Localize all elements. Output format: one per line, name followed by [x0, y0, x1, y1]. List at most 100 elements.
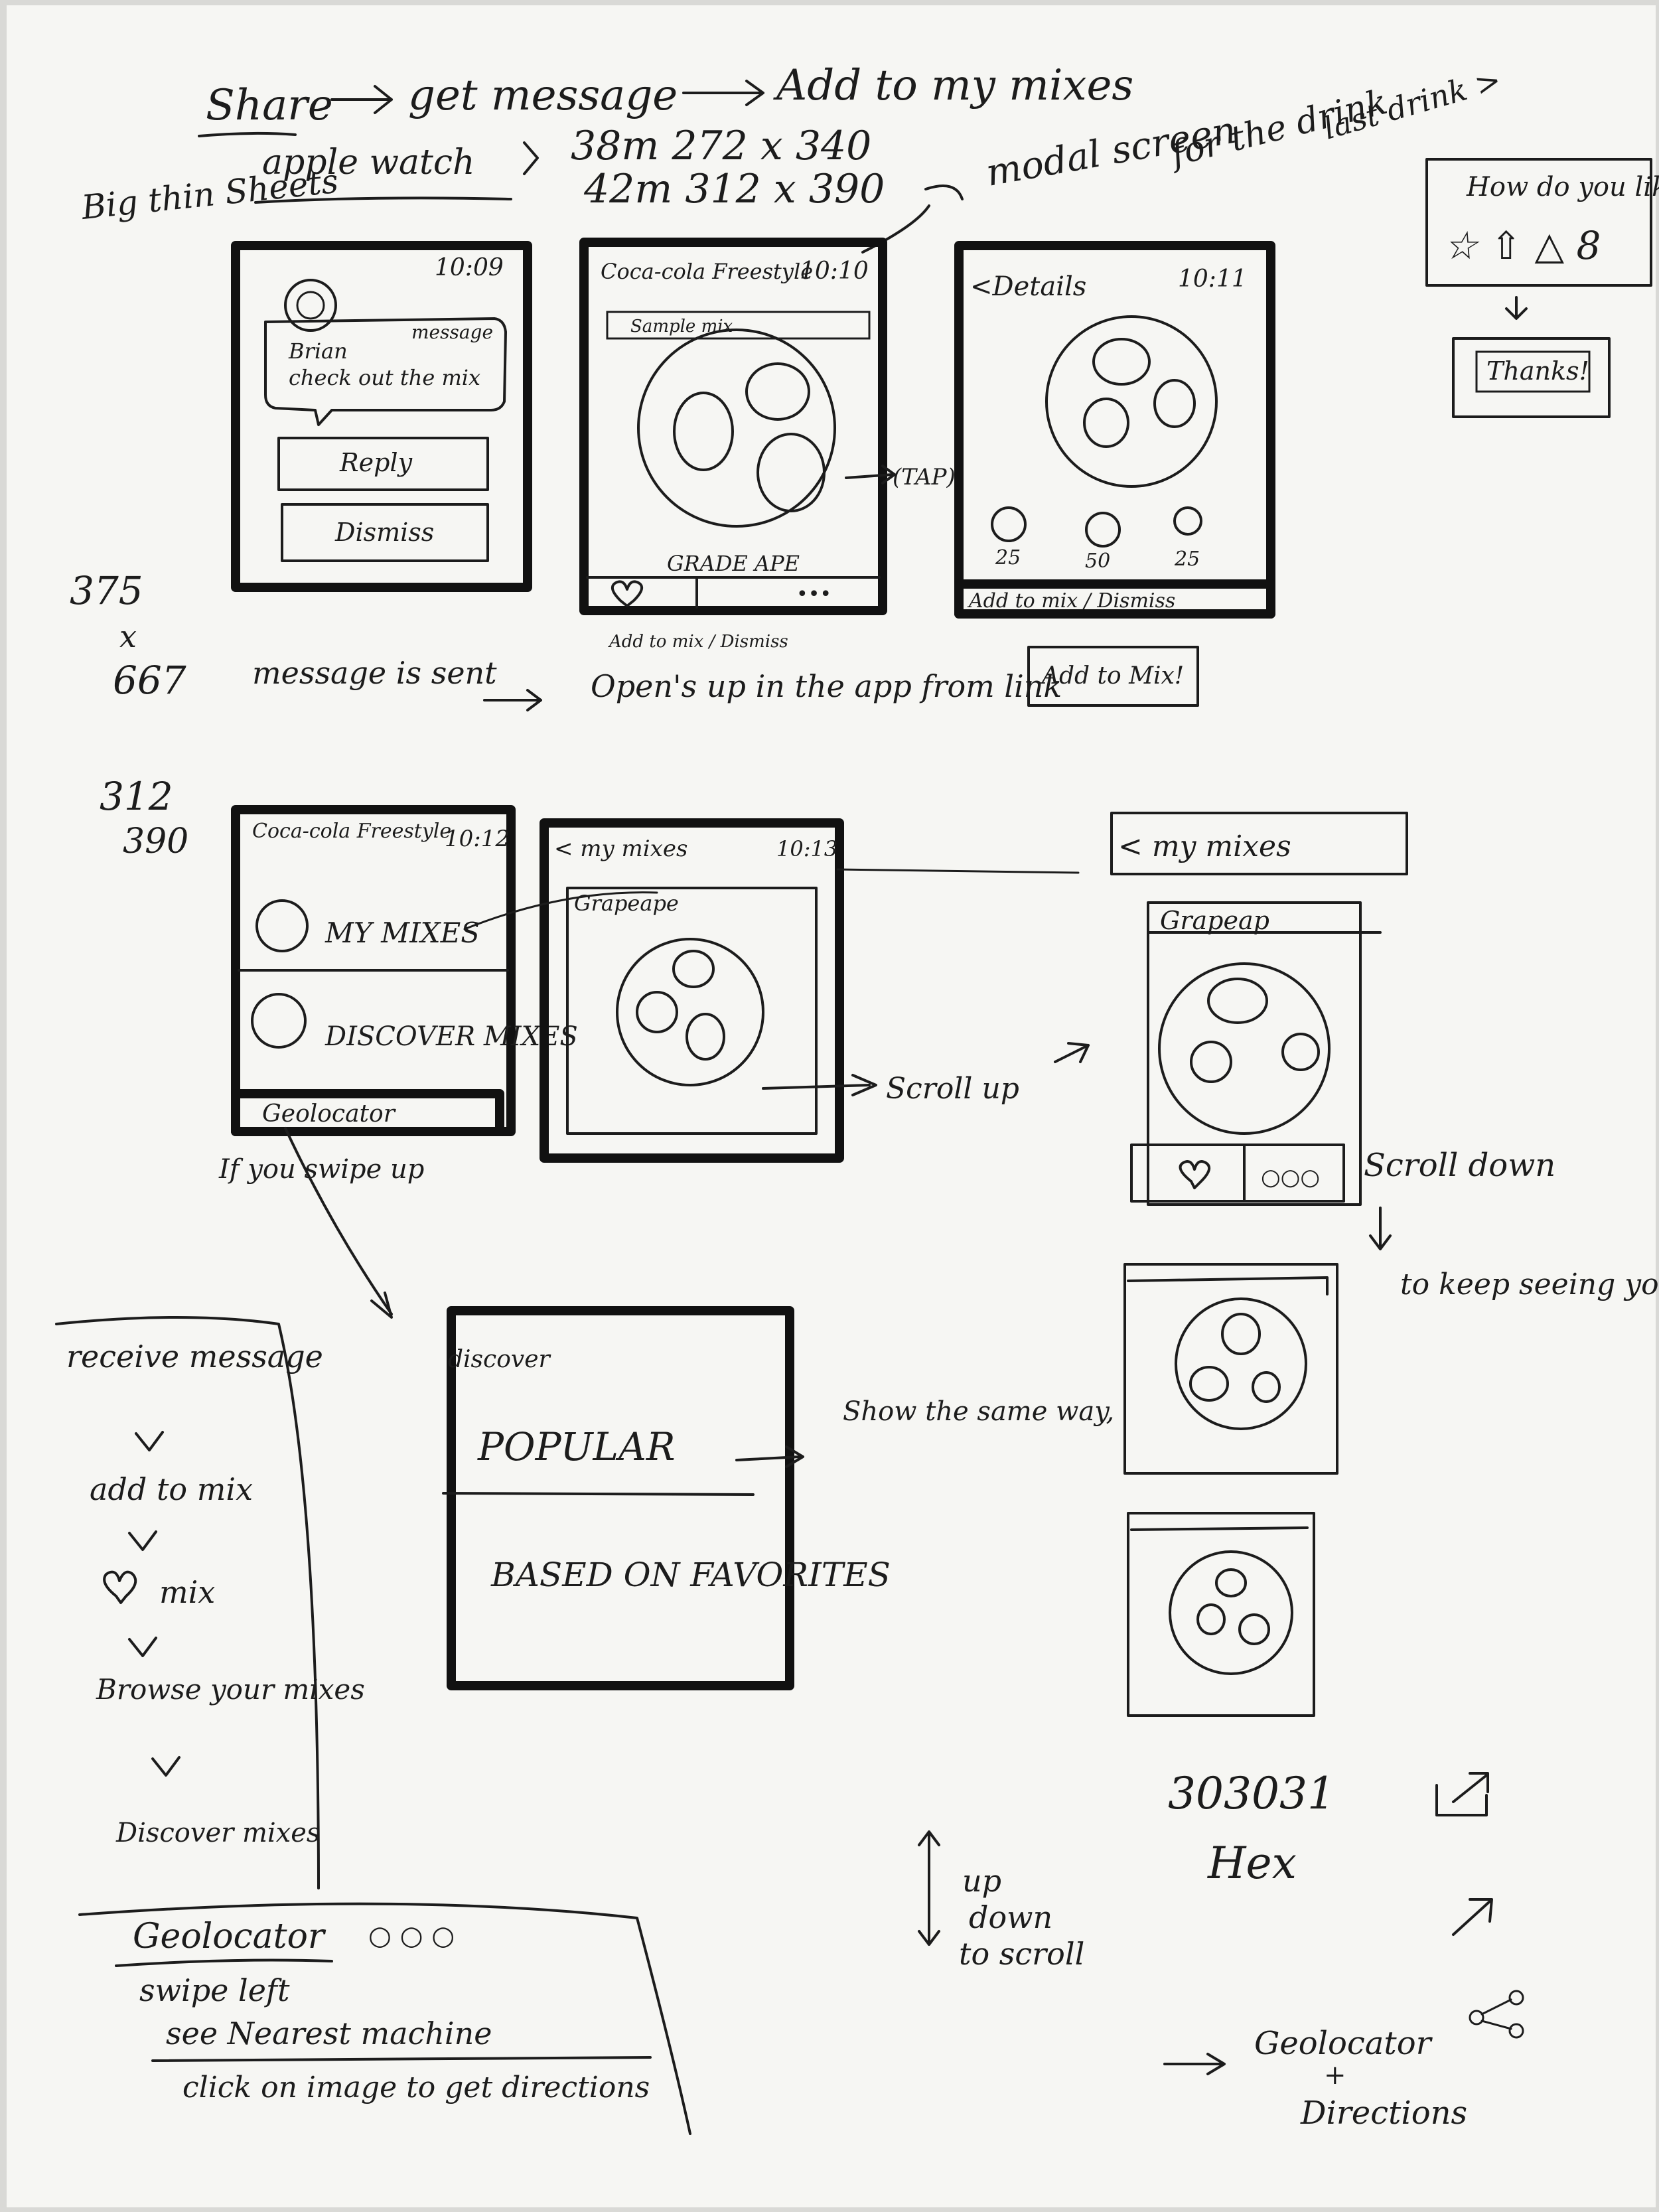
scroll-note-line3: to scroll: [959, 1936, 1084, 1972]
screen-details: <Details 10:11 25 50 25 Add to mix / Dis…: [954, 241, 1275, 707]
screen-discover: discover POPULAR BASED ON FAVORITES Show…: [442, 1306, 1114, 1690]
screen4-time: 10:12: [445, 826, 510, 852]
dims-x: x: [119, 619, 137, 654]
discover-label[interactable]: DISCOVER MIXES: [325, 1021, 578, 1052]
geo-box-dots: ○ ○ ○: [368, 1921, 455, 1951]
flow-step-1: receive message: [66, 1339, 323, 1374]
screen2-below-text: Add to mix / Dismiss: [608, 632, 788, 652]
dims-375: 375: [70, 568, 143, 613]
screen5-back[interactable]: < my mixes: [554, 836, 687, 862]
value-3: 25: [1174, 548, 1200, 571]
hex-value: 303031: [1168, 1768, 1335, 1819]
get-message-text: get message: [408, 71, 678, 120]
discover-title: discover: [448, 1346, 551, 1373]
tap-label: (TAP): [893, 464, 956, 490]
screen5-drink: Grapeape: [574, 891, 679, 916]
my-mixes-icon: [255, 899, 309, 952]
add-to-mixes-text: Add to my mixes: [773, 61, 1133, 110]
details-mix-wheel: [1045, 315, 1218, 488]
arrow-icon: [1452, 1898, 1493, 1936]
mix-wheel[interactable]: [637, 329, 836, 528]
screen6-drink: Grapeap: [1160, 906, 1269, 935]
screen-mixes-list: < my mixes Grapeap ○○○ Scroll down to ke…: [1110, 812, 1659, 1717]
screen4-title: Coca-cola Freestyle: [252, 820, 451, 843]
details-back[interactable]: <Details: [970, 271, 1086, 302]
screen3-time: 10:11: [1178, 265, 1247, 293]
scroll-up-note: Scroll up: [886, 1072, 1019, 1106]
screen6-mix-wheel[interactable]: [1158, 962, 1331, 1135]
flow-step-4: Browse your mixes: [96, 1673, 365, 1706]
dismiss-button[interactable]: [281, 503, 489, 562]
dims-390: 390: [123, 822, 188, 861]
geo-box-line1: swipe left: [139, 1972, 290, 2008]
popular-label[interactable]: POPULAR: [477, 1424, 676, 1469]
screen2-footer-dots[interactable]: •••: [796, 583, 831, 606]
screen2-time: 10:10: [800, 258, 869, 285]
sender-avatar: [284, 279, 337, 332]
screen2-title: Coca-cola Freestyle: [601, 259, 813, 284]
scroll-note-line2: down: [969, 1899, 1052, 1935]
geo-dir-line3: Directions: [1300, 2095, 1467, 2132]
screen-sample-mix: Coca-cola Freestyle 10:10 Sample mix GRA…: [579, 238, 956, 652]
hex-notes: 303031 Hex Geolocator + Directions: [1163, 1768, 1524, 2132]
header-notes: Share get message Add to my mixes apple …: [79, 61, 1505, 254]
share-out-icon: [1435, 1772, 1489, 1816]
geolocator-label[interactable]: Geolocator: [262, 1100, 396, 1128]
screen-my-mixes: < my mixes 10:13 Grapeape Scroll up: [463, 818, 1090, 1163]
based-on-favorites-label[interactable]: BASED ON FAVORITES: [490, 1556, 891, 1594]
rating-thanks-text: Thanks!: [1486, 356, 1589, 386]
geo-dir-line1: Geolocator: [1254, 2025, 1433, 2062]
message-text: check out the mix: [289, 365, 480, 390]
screen-message: 10:09 Brian message check out the mix Re…: [231, 241, 532, 592]
screen1-time: 10:09: [435, 254, 504, 281]
flow-list: receive message add to mix mix Browse yo…: [55, 1316, 365, 1889]
reply-label: Reply: [339, 448, 413, 477]
scroll-down-note: Scroll down: [1364, 1147, 1555, 1184]
screen6-heart-icon[interactable]: [1179, 1160, 1211, 1189]
add-to-mix-label: Add to Mix!: [1040, 662, 1184, 690]
size-42mm-text: 42m 312 x 390: [583, 166, 885, 212]
share-nodes-icon: [1469, 1990, 1524, 2039]
screen6-back[interactable]: < my mixes: [1118, 830, 1291, 863]
note-message-sent: message is sent Open's up in the app fro…: [252, 655, 1062, 711]
dims-312: 312: [100, 774, 173, 819]
message-label: message: [411, 321, 493, 343]
discover-icon: [251, 993, 307, 1049]
flow-step-3: mix: [159, 1574, 215, 1610]
screen3-footer: Add to mix / Dismiss: [967, 589, 1175, 613]
last-drink-text: last drink >: [1319, 62, 1505, 147]
opens-in-app-text: Open's up in the app from link: [591, 668, 1062, 704]
my-mixes-label[interactable]: MY MIXES: [325, 917, 480, 949]
screen-menu: Coca-cola Freestyle 10:12 MY MIXES DISCO…: [218, 805, 578, 1319]
side-dims: 375 x 667 312 390: [70, 568, 188, 861]
rating-icons: ☆ ⇧ △ 8: [1443, 223, 1601, 268]
screen6-dots-icon[interactable]: ○○○: [1261, 1164, 1320, 1191]
rating-question-text: How do you like: [1466, 172, 1659, 202]
geo-dir-line2: +: [1324, 2060, 1346, 2091]
hex-label: Hex: [1207, 1838, 1297, 1889]
value-2: 50: [1085, 550, 1110, 573]
swipe-up-note: If you swipe up: [218, 1154, 424, 1185]
show-same-note: Show the same way,: [843, 1396, 1114, 1427]
dims-667: 667: [113, 658, 186, 703]
screen5-time: 10:13: [776, 836, 837, 861]
scroll-note: up down to scroll: [918, 1830, 1084, 1972]
message-bubble: [264, 317, 507, 426]
screen2-drink: GRADE APE: [667, 551, 800, 576]
sender-name: Brian: [288, 338, 348, 364]
heart-icon[interactable]: [611, 580, 644, 607]
apple-watch-text: apple watch: [262, 143, 475, 183]
geolocator-box: Geolocator ○ ○ ○ swipe left see Nearest …: [78, 1902, 691, 2135]
screen5-mix-wheel[interactable]: [616, 938, 764, 1086]
keep-seeing-note: to keep seeing your mixes.: [1400, 1268, 1659, 1301]
geo-box-title: Geolocator: [133, 1917, 326, 1956]
screen2-subtitle: Sample mix: [630, 317, 733, 336]
share-text: Share: [206, 81, 333, 130]
big-thin-sheets-text: Big thin Sheets: [79, 162, 340, 227]
geo-box-line2: see Nearest machine: [166, 2016, 492, 2051]
add-to-mix-button[interactable]: [1027, 646, 1199, 707]
reply-button[interactable]: [277, 437, 489, 491]
rating-box: How do you like ☆ ⇧ △ 8 Thanks!: [1425, 158, 1659, 418]
